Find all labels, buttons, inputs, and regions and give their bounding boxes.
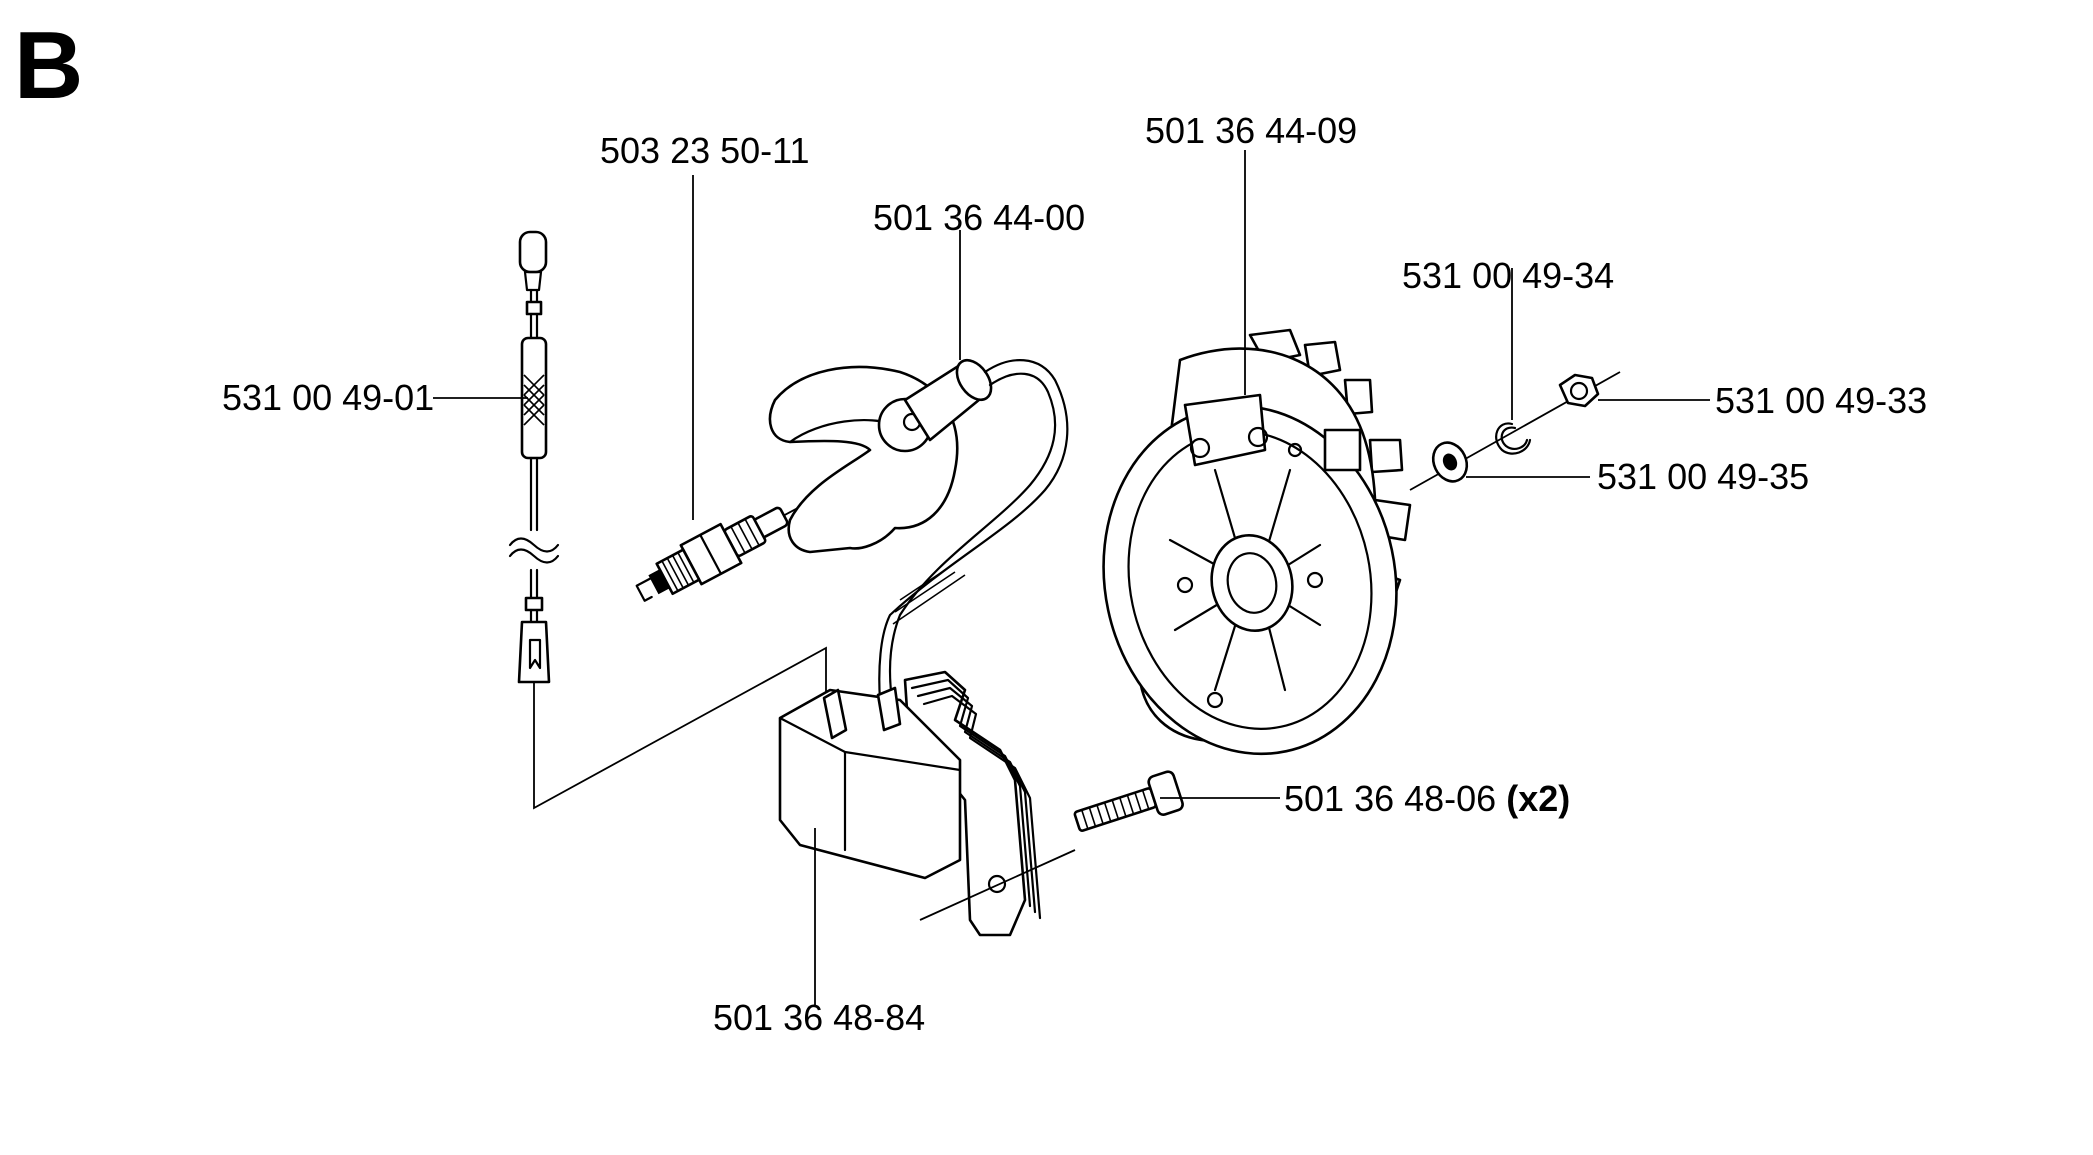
ignition-module-part [778, 670, 1076, 1005]
callout-washer: 531 00 49-35 [1597, 456, 1809, 497]
clip-part [1495, 268, 1532, 455]
callout-spark-plug: 503 23 50-11 [600, 130, 810, 171]
callout-screw: 501 36 48-06 (x2) [1284, 778, 1570, 819]
flywheel-part [1102, 150, 1412, 756]
callout-plug-cap: 501 36 44-00 [873, 197, 1085, 238]
callout-clip: 531 00 49-34 [1402, 255, 1614, 296]
callout-stop-wire: 531 00 49-01 [222, 377, 434, 418]
washer-part [1431, 441, 1590, 483]
screw-quantity: (x2) [1506, 778, 1570, 819]
callout-ignition-module: 501 36 48-84 [713, 997, 925, 1038]
section-letter: B [14, 12, 83, 119]
stop-wire-part [508, 230, 827, 810]
screw-part-number: 501 36 48-06 [1284, 778, 1496, 819]
callout-nut: 531 00 49-33 [1715, 380, 1927, 421]
plug-cap-part [768, 230, 1069, 702]
screw-part [1073, 770, 1184, 832]
callout-flywheel: 501 36 44-09 [1145, 110, 1357, 151]
nut-part [1558, 373, 1710, 408]
